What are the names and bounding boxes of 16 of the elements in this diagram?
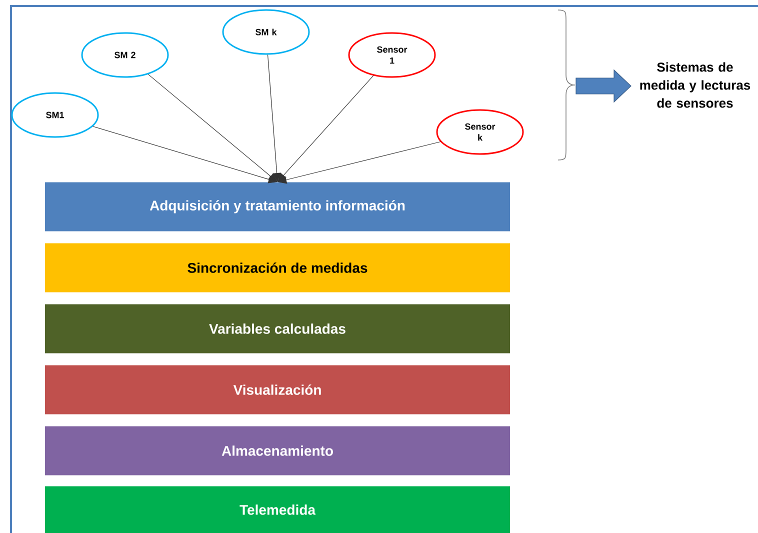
process-band: Almacenamiento — [45, 426, 510, 476]
process-band: Visualización — [45, 365, 510, 414]
arrow — [278, 75, 374, 182]
ellipse-node: Sensor 1 — [348, 32, 436, 78]
arrow — [278, 141, 441, 184]
process-band: Telemedida — [45, 486, 510, 533]
side-label: Sistemas de medida y lecturas de sensores — [640, 62, 750, 108]
arrow — [267, 54, 281, 182]
process-band: Adquisición y tratamiento información — [45, 182, 510, 232]
ellipse-node: SM k — [222, 9, 310, 55]
ellipse-node: Sensor k — [436, 109, 524, 155]
ellipse-node: SM1 — [11, 92, 99, 138]
process-band: Variables calculadas — [45, 304, 510, 354]
arrow — [148, 74, 278, 182]
process-band: Sincronización de medidas — [45, 243, 510, 292]
ellipse-node: SM 2 — [81, 32, 169, 78]
